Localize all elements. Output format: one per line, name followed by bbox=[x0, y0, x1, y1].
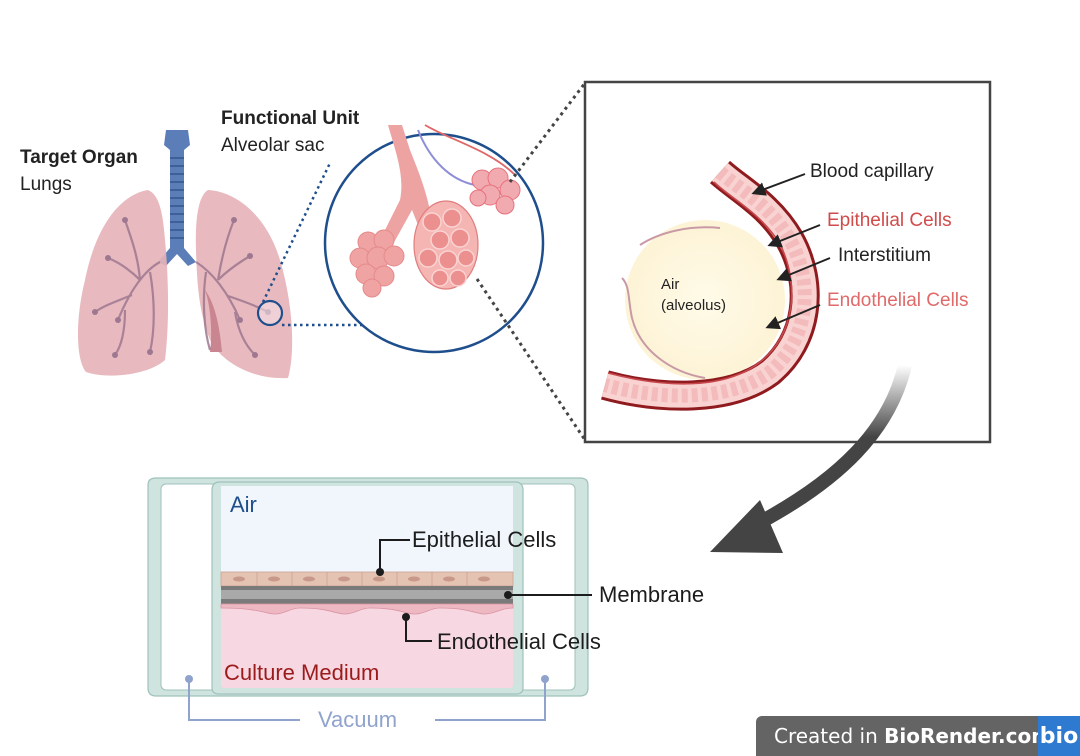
model-air-label: Air bbox=[230, 492, 257, 517]
model-endothelial-label: Endothelial Cells bbox=[437, 629, 601, 654]
zoom-target-circle bbox=[256, 299, 284, 327]
model-membrane-label: Membrane bbox=[599, 582, 705, 607]
label-epithelial-detail: Epithelial Cells bbox=[827, 210, 952, 231]
arrow-endothelial bbox=[765, 304, 821, 330]
arrow-interstitium bbox=[776, 257, 831, 282]
air-chamber bbox=[221, 486, 513, 572]
right-lung bbox=[195, 190, 293, 379]
zoom-connector-black bbox=[475, 82, 587, 441]
alveolus-label: (alveolus) bbox=[661, 297, 727, 314]
blood-capillary bbox=[601, 160, 820, 411]
transition-arrow bbox=[710, 363, 912, 553]
alveolus bbox=[621, 220, 785, 380]
alveolus-air-label: Air bbox=[661, 276, 680, 293]
organ-name: Lungs bbox=[20, 174, 72, 195]
membrane-layer bbox=[221, 586, 513, 604]
label-blood-capillary: Blood capillary bbox=[810, 161, 934, 182]
alveolar-sac-illustration bbox=[323, 124, 545, 354]
trachea bbox=[158, 130, 196, 266]
model-epithelial-label: Epithelial Cells bbox=[412, 527, 557, 552]
medium-chamber bbox=[221, 604, 513, 688]
model-medium-label: Culture Medium bbox=[224, 660, 380, 685]
vacuum-bracket bbox=[188, 679, 546, 721]
unit-title: Functional Unit bbox=[221, 108, 360, 129]
badge-brand: BioRender.com bbox=[884, 724, 1053, 748]
label-endothelial-detail: Endothelial Cells bbox=[827, 290, 969, 311]
callout-lines bbox=[379, 539, 592, 642]
badge-prefix: Created in bbox=[774, 724, 885, 748]
biorender-logo-icon: bio bbox=[1038, 716, 1080, 756]
label-interstitium: Interstitium bbox=[838, 245, 931, 266]
model-vacuum-label: Vacuum bbox=[318, 707, 398, 732]
bronchi bbox=[94, 219, 269, 356]
zoom-connector-blue bbox=[261, 162, 410, 327]
left-lung bbox=[77, 190, 169, 376]
arrow-blood-capillary bbox=[751, 173, 806, 196]
badge-text: Created in BioRender.com bbox=[756, 724, 1052, 748]
culture-insert bbox=[147, 477, 592, 721]
epithelial-layer bbox=[220, 571, 514, 587]
arrow-epithelial bbox=[767, 224, 821, 248]
lungs-illustration bbox=[77, 130, 293, 379]
organ-title: Target Organ bbox=[20, 147, 138, 168]
biorender-badge[interactable]: Created in BioRender.com bio bbox=[756, 716, 1080, 756]
endothelial-layer bbox=[220, 603, 514, 615]
unit-name: Alveolar sac bbox=[221, 135, 325, 156]
pointer-arrows bbox=[751, 173, 831, 330]
